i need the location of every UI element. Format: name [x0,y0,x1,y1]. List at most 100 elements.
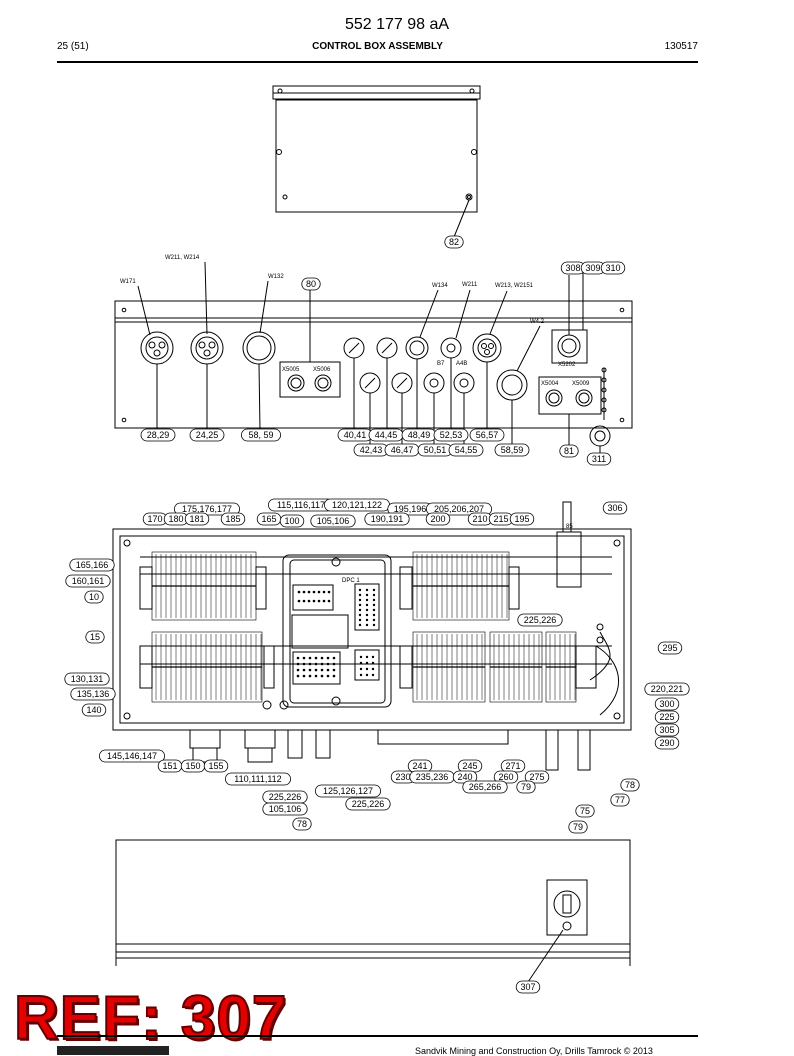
svg-text:225: 225 [659,712,674,722]
svg-text:48,49: 48,49 [408,430,431,440]
svg-text:105,106: 105,106 [269,804,302,814]
interior-callout: 165 [256,512,282,526]
bottom-callout: 307 [515,980,541,994]
interior-callout: 265,266 [462,780,508,794]
bottom-view [115,839,631,983]
svg-text:54,55: 54,55 [455,445,478,455]
svg-text:290: 290 [659,738,674,748]
relay-label: 85 [566,524,573,530]
interior-callout: 10 [84,590,104,604]
svg-text:310: 310 [605,263,620,273]
ref-stamp: REF: 307 [13,984,288,1053]
front-callout: 56,57 [469,428,505,442]
svg-text:245: 245 [462,761,477,771]
interior-callout: 145,146,147 [99,749,165,763]
interior-callout: 110,111,112 [224,772,291,786]
svg-text:58,59: 58,59 [501,445,524,455]
svg-text:235,236: 235,236 [416,772,449,782]
svg-text:271: 271 [505,761,520,771]
svg-text:81: 81 [564,446,574,456]
svg-text:79: 79 [573,822,583,832]
interior-callout: 205,206,207 [425,502,492,516]
svg-text:46,47: 46,47 [391,445,414,455]
svg-text:135,136: 135,136 [77,689,110,699]
interior-callout: 77 [610,793,630,807]
svg-text:28,29: 28,29 [147,430,170,440]
footer-rule [57,1035,698,1037]
svg-text:42,43: 42,43 [360,445,383,455]
svg-text:78: 78 [625,780,635,790]
top-cover-view [272,85,481,238]
svg-text:165,166: 165,166 [76,560,109,570]
svg-text:110,111,112: 110,111,112 [234,774,281,784]
interior-callout: 100 [279,514,305,528]
interior-callout: 78 [620,778,640,792]
page-title: CONTROL BOX ASSEMBLY [312,41,443,52]
interior-callout: 195 [509,512,535,526]
svg-text:275: 275 [529,772,544,782]
svg-text:305: 305 [659,725,674,735]
svg-text:10: 10 [89,592,99,602]
svg-text:56,57: 56,57 [476,430,499,440]
company-logo [57,1046,169,1055]
top-cover-callout: 82 [444,235,464,249]
cable-label: W4.2 [530,319,545,325]
svg-text:180: 180 [168,514,183,524]
header-row: 25 (51) CONTROL BOX ASSEMBLY 130517 [57,41,698,55]
front-callout: 46,47 [384,443,420,457]
svg-text:80: 80 [306,279,316,289]
svg-text:150: 150 [185,761,200,771]
front-callout: 50,51 [417,443,453,457]
svg-text:58, 59: 58, 59 [248,430,273,440]
svg-text:215: 215 [493,514,508,524]
interior-callout: 130,131 [64,672,110,686]
interior-callout: 225 [654,710,680,724]
interior-callout: 79 [568,820,588,834]
cable-label: W132 [268,274,284,280]
svg-text:24,25: 24,25 [196,430,219,440]
svg-text:130,131: 130,131 [71,674,104,684]
interior-callout: 115,116,117 [267,498,334,512]
header-rule [57,61,698,63]
svg-text:40,41: 40,41 [344,430,367,440]
front-callout: 58, 59 [240,428,281,442]
svg-text:225,226: 225,226 [352,799,385,809]
svg-text:260: 260 [498,772,513,782]
svg-text:240: 240 [457,772,472,782]
interior-callout: 135,136 [70,687,116,701]
svg-text:50,51: 50,51 [424,445,447,455]
interior-callout: 15 [85,630,105,644]
svg-text:75: 75 [580,806,590,816]
interior-callout: 241 [407,759,433,773]
svg-text:77: 77 [615,795,625,805]
svg-text:115,116,117: 115,116,117 [277,500,325,510]
interior-callout: 300 [654,697,680,711]
connector-label: X5009 [572,381,590,387]
svg-text:195: 195 [514,514,529,524]
controller-label: DPC 1 [342,578,360,584]
front-callout: 52,53 [433,428,469,442]
svg-text:225,226: 225,226 [269,792,302,802]
interior-callout: 190,191 [364,512,410,526]
revision-date: 130517 [664,41,698,52]
svg-text:309: 309 [585,263,600,273]
connector-label: X5004 [541,381,559,387]
svg-text:230: 230 [395,772,410,782]
interior-callout: 160,161 [65,574,111,588]
interior-callout: 225,226 [517,613,563,627]
svg-text:170: 170 [147,514,162,524]
svg-text:145,146,147: 145,146,147 [107,751,157,761]
svg-text:151: 151 [162,761,177,771]
svg-text:205,206,207: 205,206,207 [434,504,484,514]
svg-text:220,221: 220,221 [651,684,684,694]
interior-callout: 75 [575,804,595,818]
connector-label: X5006 [313,367,331,373]
interior-callout: 271 [500,759,526,773]
interior-callout: 78 [292,817,312,831]
interior-callout: 165,166 [69,558,115,572]
svg-text:78: 78 [297,819,307,829]
svg-text:300: 300 [659,699,674,709]
interior-callout: 295 [657,641,683,655]
